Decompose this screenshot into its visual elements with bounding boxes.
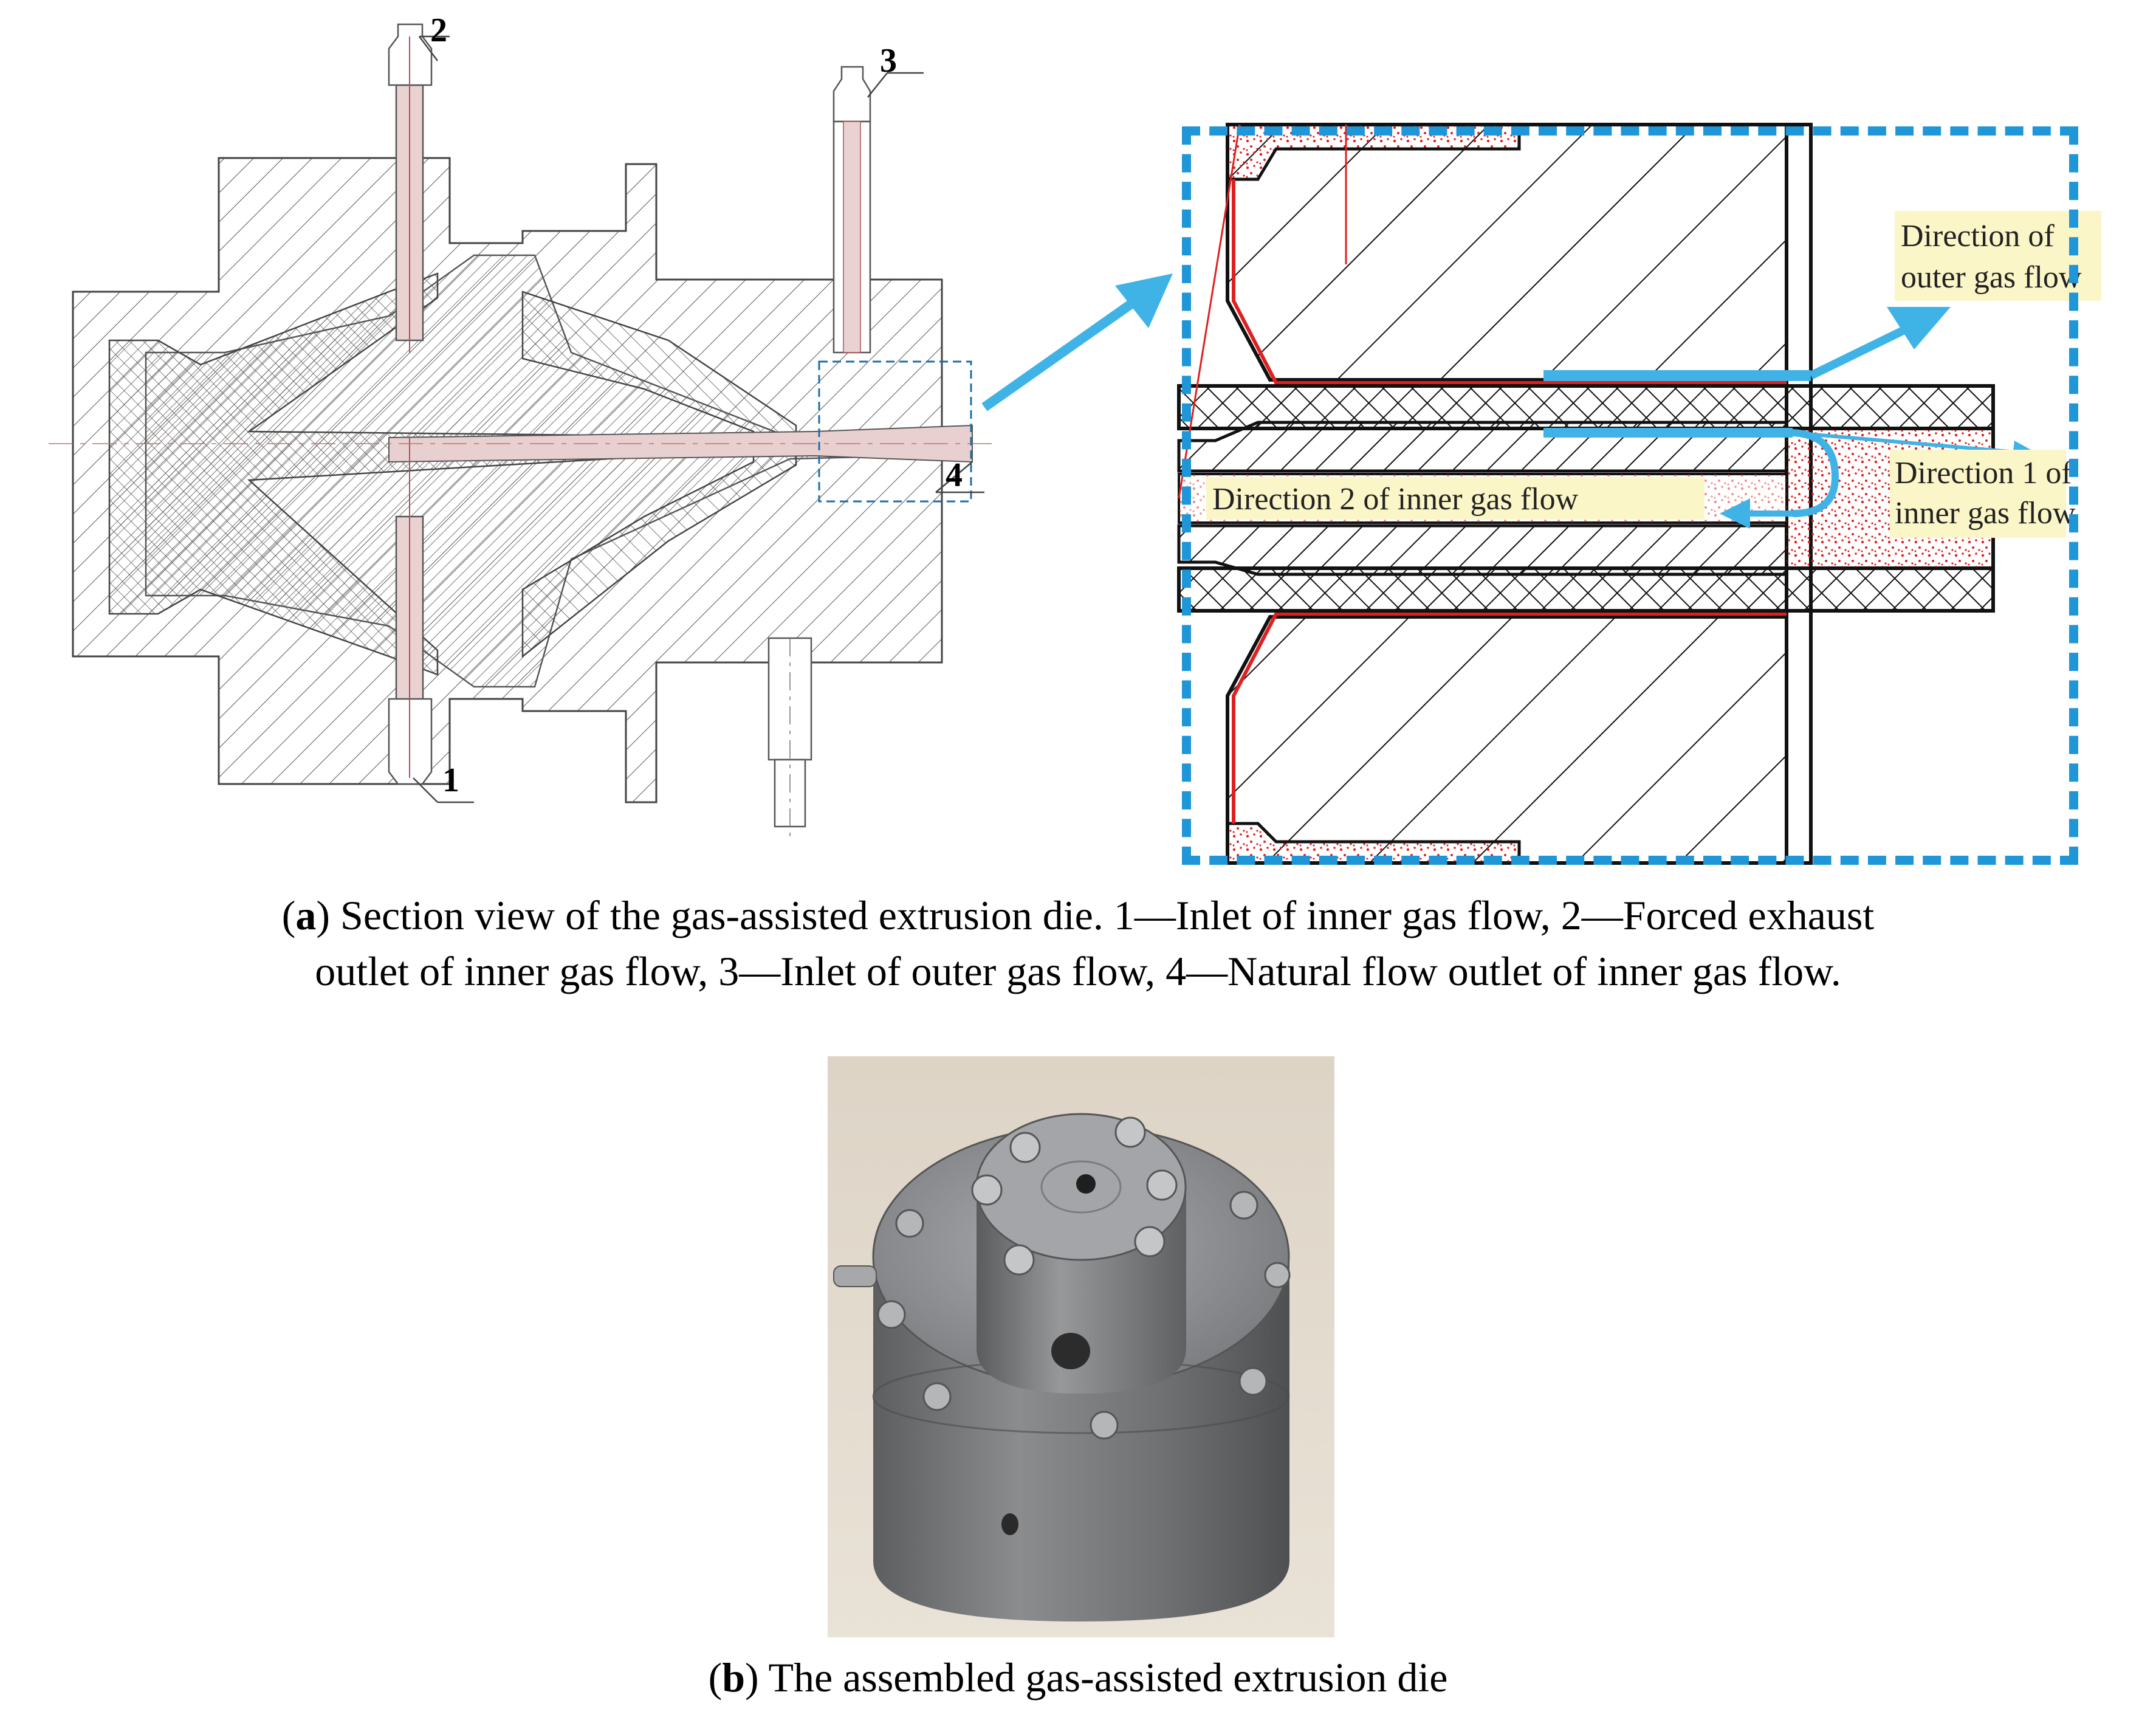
caption-b-letter: b — [722, 1654, 746, 1700]
caption-b-text: ) The assembled gas-assisted extrusion d… — [745, 1654, 1448, 1700]
part-label-2: 2 — [430, 12, 447, 49]
detail-view-drawing: Direction of outer gas flow Direction 1 … — [1177, 123, 2101, 865]
caption-a-line1: (a) Section view of the gas-assisted ext… — [281, 892, 1875, 938]
part-label-4: 4 — [946, 456, 963, 494]
detail-pointer-arrow — [981, 273, 1173, 411]
caption-a-line1-text: ) Section view of the gas-assisted extru… — [316, 892, 1875, 938]
caption-b: (b) The assembled gas-assisted extrusion… — [708, 1654, 1448, 1700]
caption-a-letter: a — [295, 892, 317, 938]
section-view-drawing — [49, 23, 997, 839]
assembled-die-photo — [828, 1056, 1334, 1637]
inner-flow2-label: Direction 2 of inner gas flow — [1212, 482, 1579, 517]
inner-flow1-label-line1: Direction 1 of — [1895, 456, 2072, 490]
part-label-3: 3 — [880, 42, 897, 80]
outer-flow-label-line1: Direction of — [1901, 219, 2055, 253]
part-label-1: 1 — [442, 762, 459, 799]
caption-a-line2: outlet of inner gas flow, 3—Inlet of out… — [315, 948, 1841, 994]
outer-flow-label-line2: outer gas flow — [1901, 260, 2082, 295]
detail-frame — [1182, 126, 2078, 865]
inner-flow1-label-line2: inner gas flow — [1895, 496, 2076, 531]
caption-a: (a) Section view of the gas-assisted ext… — [0, 887, 2156, 999]
